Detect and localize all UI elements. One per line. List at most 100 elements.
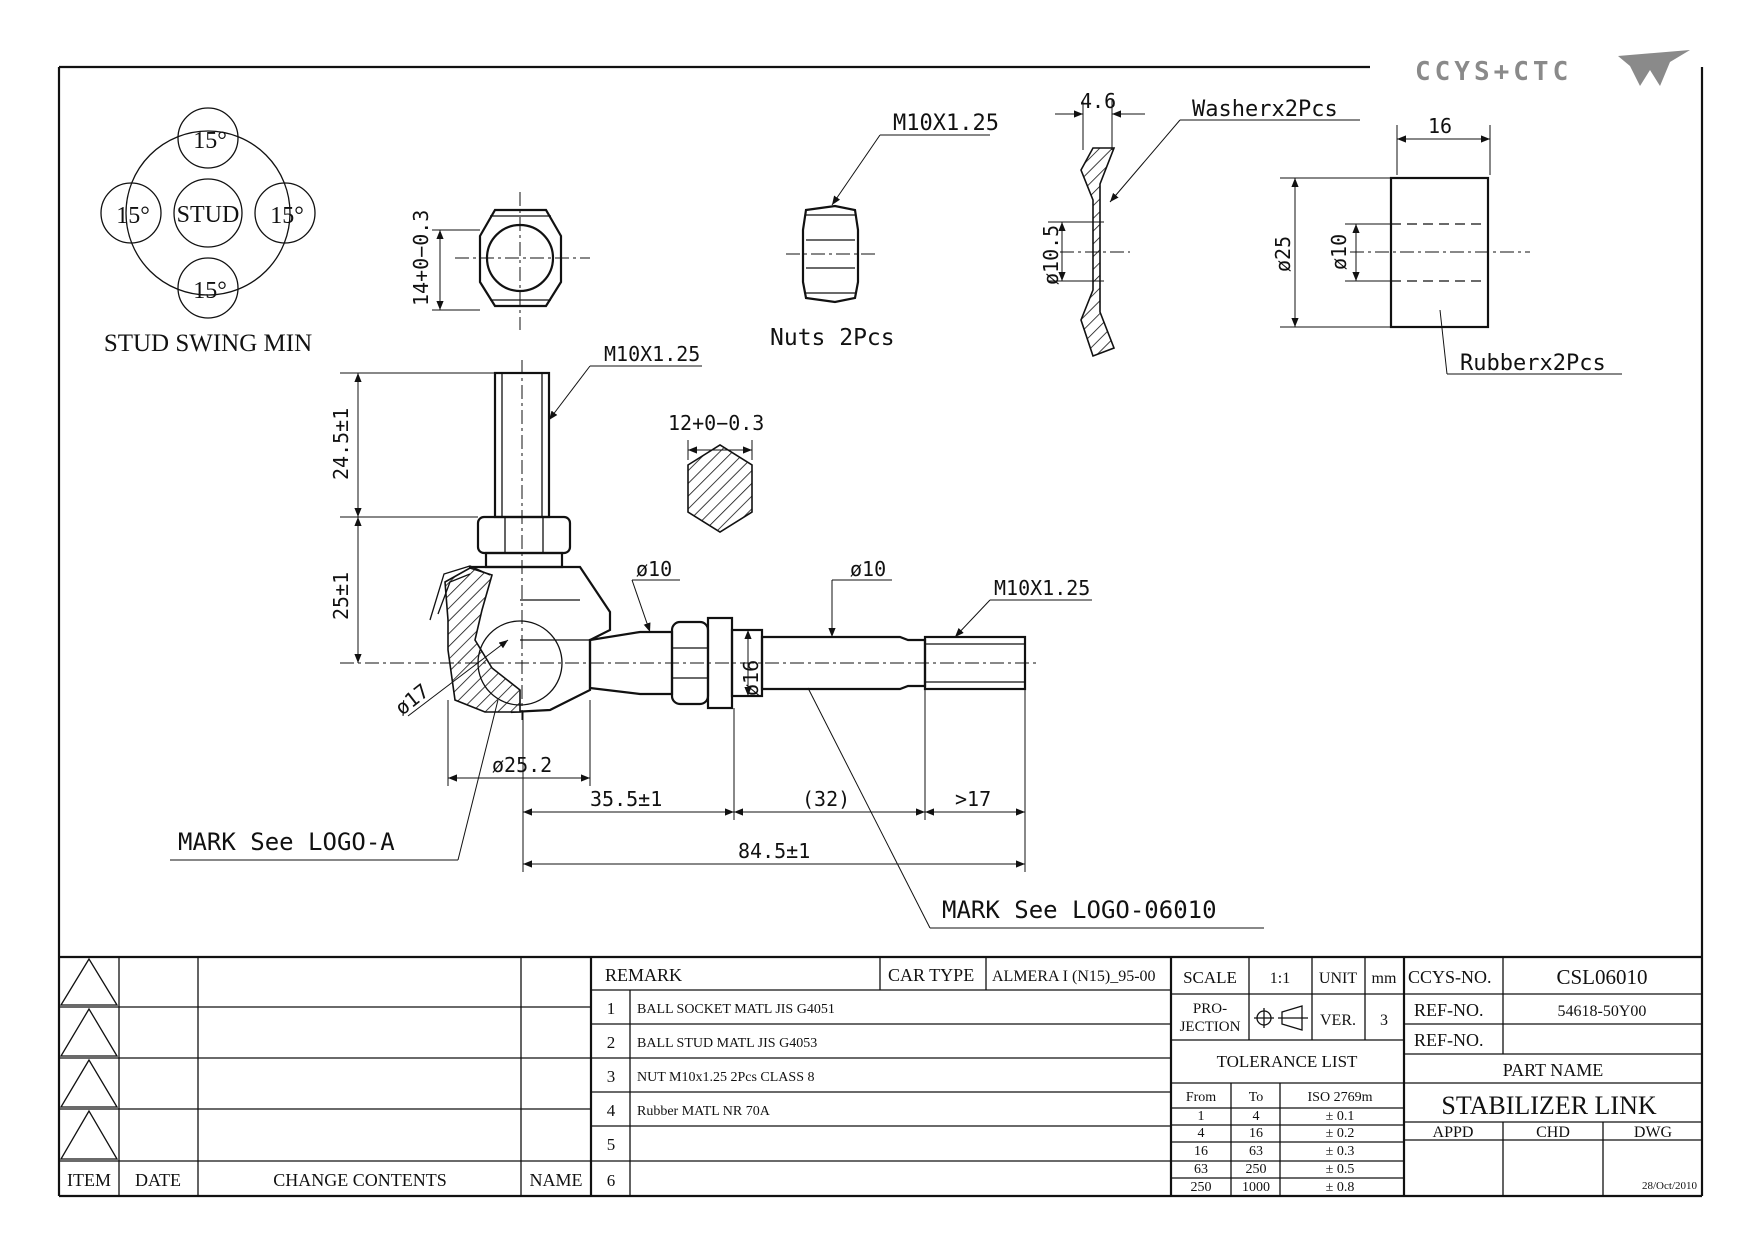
swing-caption: STUD SWING MIN	[104, 330, 312, 357]
nut-height-dim: 14+0−0.3	[409, 210, 433, 306]
tol-from-3: 16	[1194, 1144, 1208, 1159]
tol-to-3: 63	[1249, 1144, 1263, 1159]
washer-bore-dim: ø10.5	[1039, 225, 1063, 285]
washer-section: 4.6 ø10.5 Washerx2Pcs	[1039, 89, 1360, 358]
tol-val-2: ± 0.2	[1326, 1126, 1355, 1141]
swing-center-label: STUD	[177, 202, 240, 228]
brand-emblem-icon	[1618, 50, 1690, 86]
brand-logo: CCYS+CTC	[1415, 50, 1690, 87]
assembly-dimensions: 24.5±1 25±1 M10X1.25 ø10 ø10 M10X1.25 ø1…	[170, 342, 1264, 929]
stud-thread-label: M10X1.25	[604, 342, 700, 366]
car-type-value: ALMERA I (N15)_95-00	[992, 968, 1156, 985]
collar-dia-label: ø16	[739, 660, 763, 696]
ball-dia-label: ø17	[390, 679, 433, 720]
mark-b-label: MARK See LOGO-06010	[942, 896, 1217, 924]
part-name-value: STABILIZER LINK	[1441, 1091, 1656, 1120]
scale-label: SCALE	[1183, 968, 1237, 987]
tol-to-4: 250	[1246, 1162, 1267, 1177]
tol-from-1: 1	[1198, 1109, 1205, 1124]
neck-dia-1-label: ø10	[636, 557, 672, 581]
approval-dwg: DWG	[1634, 1124, 1673, 1141]
tol-val-5: ± 0.8	[1326, 1180, 1355, 1195]
washer-caption: Washerx2Pcs	[1192, 97, 1338, 122]
tol-val-3: ± 0.3	[1326, 1144, 1355, 1159]
washer-thickness-dim: 4.6	[1080, 89, 1116, 113]
nut-top-view: 14+0−0.3	[409, 192, 590, 330]
projection-symbol-icon	[1254, 1005, 1308, 1031]
ver-value: 3	[1380, 1012, 1388, 1029]
rubber-length-dim: 16	[1428, 114, 1452, 138]
sheet-border	[57, 65, 1704, 1198]
tol-val-1: ± 0.1	[1326, 1109, 1355, 1124]
remark-header: REMARK	[605, 965, 682, 985]
rubber-caption: Rubberx2Pcs	[1460, 351, 1606, 376]
remark-no-5: 5	[607, 1135, 616, 1154]
dim-b-label: (32)	[802, 787, 850, 811]
stud-swing-diagram: STUD 15° 15° 15° 15° STUD SWING MIN	[100, 107, 316, 357]
remark-no-4: 4	[607, 1101, 616, 1120]
rubber-id-dim: ø10	[1327, 234, 1351, 270]
rubber-od-dim: ø25	[1271, 236, 1295, 272]
remark-no-6: 6	[607, 1171, 616, 1190]
ref-no-label: REF-NO.	[1414, 1000, 1484, 1020]
tol-header-iso: ISO 2769m	[1308, 1090, 1373, 1105]
stabilizer-link-assembly: 12+0−0.3	[340, 360, 1040, 720]
nut-side-view: M10X1.25 Nuts 2Pcs	[770, 111, 999, 351]
mark-a-label: MARK See LOGO-A	[178, 828, 395, 856]
remark-text-4: Rubber MATL NR 70A	[637, 1104, 771, 1119]
remark-no-1: 1	[607, 999, 616, 1018]
hex-across-dim: 12+0−0.3	[668, 411, 764, 435]
tol-to-5: 1000	[1242, 1180, 1270, 1195]
title-block-grid	[59, 955, 1702, 1196]
remark-text-3: NUT M10x1.25 2Pcs CLASS 8	[637, 1070, 815, 1085]
rev-header-date: DATE	[135, 1170, 181, 1190]
tolerance-title: TOLERANCE LIST	[1217, 1052, 1358, 1071]
ver-label: VER.	[1320, 1012, 1356, 1029]
remark-no-3: 3	[607, 1067, 616, 1086]
drawing-date: 28/Oct/2010	[1642, 1180, 1697, 1192]
tol-header-to: To	[1249, 1090, 1264, 1105]
tol-from-2: 4	[1198, 1126, 1205, 1141]
unit-label: UNIT	[1319, 970, 1357, 987]
ccys-no-value: CSL06010	[1556, 965, 1647, 989]
approval-appd: APPD	[1433, 1124, 1474, 1141]
projection-label-2: JECTION	[1180, 1019, 1241, 1035]
stud-length-dim: 24.5±1	[329, 408, 353, 480]
nuts-caption: Nuts 2Pcs	[770, 325, 895, 351]
tol-to-1: 4	[1253, 1109, 1260, 1124]
socket-dia-label: ø25.2	[492, 753, 552, 777]
tol-from-4: 63	[1194, 1162, 1208, 1177]
approval-chd: CHD	[1536, 1124, 1570, 1141]
ref-no-value: 54618-50Y00	[1558, 1003, 1647, 1020]
dim-a-label: 35.5±1	[590, 787, 662, 811]
unit-value: mm	[1372, 970, 1397, 987]
tol-val-4: ± 0.5	[1326, 1162, 1355, 1177]
remark-text-2: BALL STUD MATL JIS G4053	[637, 1036, 817, 1051]
tol-to-2: 16	[1249, 1126, 1263, 1141]
rev-header-contents: CHANGE CONTENTS	[273, 1170, 447, 1190]
rubber-bushing-view: 16 ø25 ø10 Rubberx2Pcs	[1271, 114, 1622, 376]
ccys-no-label: CCYS-NO.	[1408, 967, 1492, 987]
neck-dia-2-label: ø10	[850, 557, 886, 581]
swing-angle-left: 15°	[116, 203, 150, 229]
projection-label-1: PRO-	[1193, 1001, 1227, 1017]
nut-thread-label: M10X1.25	[893, 111, 999, 136]
dim-c-label: >17	[955, 787, 991, 811]
car-type-label: CAR TYPE	[888, 965, 974, 985]
socket-height-dim: 25±1	[329, 572, 353, 620]
remark-text-1: BALL SOCKET MATL JIS G4051	[637, 1002, 835, 1017]
overall-length-label: 84.5±1	[738, 839, 810, 863]
part-name-label: PART NAME	[1503, 1060, 1603, 1080]
rev-header-name: NAME	[530, 1170, 583, 1190]
tol-header-from: From	[1186, 1090, 1216, 1105]
title-block-text: ITEM DATE CHANGE CONTENTS NAME REMARK CA…	[67, 965, 1697, 1195]
swing-angle-right: 15°	[270, 203, 304, 229]
remark-no-2: 2	[607, 1033, 616, 1052]
ref-no2-label: REF-NO.	[1414, 1030, 1484, 1050]
swing-angle-top: 15°	[193, 128, 227, 154]
brand-text: CCYS+CTC	[1415, 57, 1572, 87]
swing-angle-bottom: 15°	[193, 278, 227, 304]
scale-value: 1:1	[1270, 970, 1290, 987]
tol-from-5: 250	[1191, 1180, 1212, 1195]
